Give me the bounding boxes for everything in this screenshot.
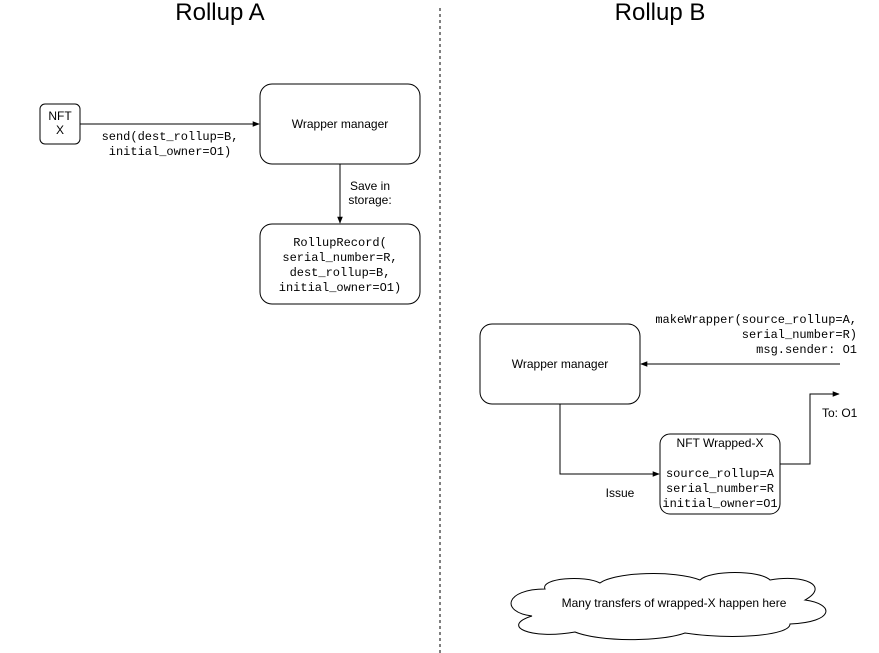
- rollup-record-line1: RollupRecord(: [293, 236, 387, 250]
- save-label-bg: [345, 176, 397, 208]
- to-owner-arrow: [780, 391, 840, 465]
- wrapped-nft-line1: source_rollup=A: [666, 467, 775, 481]
- make-wrapper-line1: makeWrapper(source_rollup=A,: [655, 313, 857, 327]
- wrapped-nft-title: NFT Wrapped-X: [677, 436, 764, 450]
- to-owner-label: To: O1: [822, 406, 858, 420]
- cloud-text: Many transfers of wrapped-X happen here: [562, 596, 787, 610]
- rollup-record-box: [259, 223, 421, 305]
- rollup-record-line3: dest_rollup=B,: [290, 266, 391, 280]
- wrapped-nft-box: [659, 433, 781, 515]
- rollup-record-line4: initial_owner=O1): [279, 281, 401, 295]
- wrapped-nft-line2: serial_number=R: [666, 482, 774, 496]
- wrapper-manager-b-label: Wrapper manager: [512, 357, 609, 371]
- send-label-line1: send(dest_rollup=B,: [102, 130, 239, 144]
- send-label-line2: initial_owner=O1): [109, 145, 231, 159]
- rollup-record-line2: serial_number=R,: [282, 251, 397, 265]
- rollup-b-title: Rollup B: [615, 0, 706, 26]
- save-label-line2: storage:: [348, 193, 391, 207]
- wrapped-nft-line3: initial_owner=O1: [662, 497, 777, 511]
- nft-x-label-line2: X: [56, 123, 64, 137]
- transfers-cloud: [510, 572, 827, 641]
- make-wrapper-line2: serial_number=R): [742, 328, 857, 342]
- make-wrapper-line3: msg.sender: O1: [756, 343, 857, 357]
- rollup-a-title: Rollup A: [175, 0, 264, 26]
- issue-label: Issue: [606, 486, 635, 500]
- wrapper-manager-a-label: Wrapper manager: [292, 117, 389, 131]
- nft-x-label-line1: NFT: [48, 109, 72, 123]
- issue-arrow: [559, 404, 660, 477]
- save-label-line1: Save in: [350, 179, 390, 193]
